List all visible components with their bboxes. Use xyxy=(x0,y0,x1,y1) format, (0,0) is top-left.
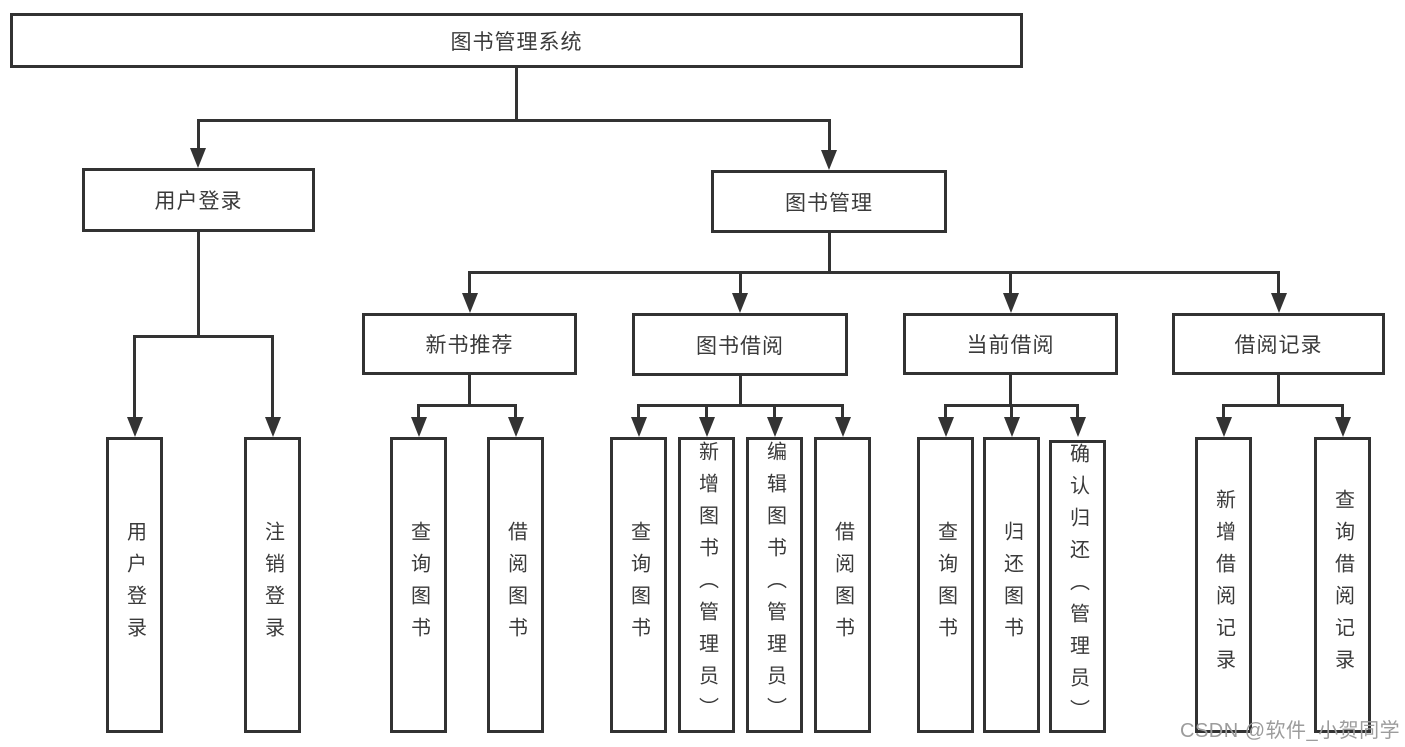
connector-line xyxy=(1010,404,1013,419)
connector-line xyxy=(133,335,274,338)
leaf-query-books-recommend: 查询图书 xyxy=(390,437,447,733)
connector-line xyxy=(1222,404,1225,419)
node-label: 用户登录 xyxy=(154,190,243,213)
connector-line xyxy=(1009,375,1012,406)
connector-line xyxy=(197,119,200,150)
connector-line xyxy=(271,335,274,419)
arrowhead-down xyxy=(462,293,478,313)
connector-line xyxy=(1341,404,1344,419)
arrowhead-down xyxy=(190,148,206,168)
node-borrowing-records: 借阅记录 xyxy=(1172,313,1385,375)
arrowhead-down xyxy=(1004,417,1020,437)
connector-line xyxy=(944,404,947,419)
leaf-confirm-return-admin: 确认归还（管理员） xyxy=(1049,440,1106,733)
connector-line xyxy=(828,233,831,274)
connector-line xyxy=(197,119,831,122)
arrowhead-down xyxy=(835,417,851,437)
leaf-label: 借阅图书 xyxy=(831,521,854,649)
connector-line xyxy=(417,404,517,407)
arrowhead-down xyxy=(938,417,954,437)
node-user-login: 用户登录 xyxy=(82,168,315,232)
leaf-user-login: 用户登录 xyxy=(106,437,163,733)
arrowhead-down xyxy=(1070,417,1086,437)
leaf-add-book-admin: 新增图书（管理员） xyxy=(678,437,735,733)
node-label: 图书借阅 xyxy=(696,334,784,358)
arrowhead-down xyxy=(631,417,647,437)
arrowhead-down xyxy=(508,417,524,437)
node-library-management-system: 图书管理系统 xyxy=(10,13,1023,68)
node-label: 借阅记录 xyxy=(1234,334,1323,357)
leaf-label: 用户登录 xyxy=(123,521,146,649)
arrowhead-down xyxy=(127,417,143,437)
leaf-borrow-books-borrowing: 借阅图书 xyxy=(814,437,871,733)
node-label: 当前借阅 xyxy=(966,334,1055,357)
leaf-return-book: 归还图书 xyxy=(983,437,1040,733)
connector-line xyxy=(468,271,471,295)
leaf-add-borrow-record: 新增借阅记录 xyxy=(1195,437,1252,733)
connector-line xyxy=(468,375,471,406)
connector-line xyxy=(468,271,1280,274)
connector-line xyxy=(637,404,640,419)
leaf-label: 查询图书 xyxy=(627,521,650,649)
arrowhead-down xyxy=(699,417,715,437)
connector-line xyxy=(1277,271,1280,295)
connector-line xyxy=(1277,375,1280,406)
arrowhead-down xyxy=(1216,417,1232,437)
node-label: 图书管理系统 xyxy=(450,30,583,54)
connector-line xyxy=(637,404,844,407)
leaf-label: 查询借阅记录 xyxy=(1331,489,1354,681)
leaf-label: 确认归还（管理员） xyxy=(1066,442,1089,731)
leaf-label: 借阅图书 xyxy=(504,521,527,649)
node-new-book-recommendation: 新书推荐 xyxy=(362,313,577,375)
leaf-label: 查询图书 xyxy=(407,521,430,649)
arrowhead-down xyxy=(411,417,427,437)
leaf-logout: 注销登录 xyxy=(244,437,301,733)
leaf-label: 查询图书 xyxy=(934,521,957,649)
connector-line xyxy=(514,404,517,419)
node-label: 新书推荐 xyxy=(425,334,514,357)
connector-line xyxy=(841,404,844,419)
leaf-label: 注销登录 xyxy=(261,521,284,649)
connector-line xyxy=(1076,404,1079,419)
csdn-watermark: CSDN @软件_小贺同学 xyxy=(1180,720,1401,742)
leaf-label: 新增图书（管理员） xyxy=(695,441,718,729)
connector-line xyxy=(417,404,420,419)
leaf-label: 归还图书 xyxy=(1000,521,1023,649)
connector-line xyxy=(828,119,831,152)
node-book-borrowing: 图书借阅 xyxy=(632,313,848,376)
node-current-borrowing: 当前借阅 xyxy=(903,313,1118,375)
connector-line xyxy=(1009,271,1012,295)
leaf-query-books-current: 查询图书 xyxy=(917,437,974,733)
connector-line xyxy=(1222,404,1344,407)
arrowhead-down xyxy=(732,293,748,313)
leaf-edit-book-admin: 编辑图书（管理员） xyxy=(746,437,803,733)
node-label: 图书管理 xyxy=(785,191,873,215)
arrowhead-down xyxy=(821,150,837,170)
leaf-query-borrow-record: 查询借阅记录 xyxy=(1314,437,1371,733)
leaf-label: 编辑图书（管理员） xyxy=(763,441,786,729)
arrowhead-down xyxy=(265,417,281,437)
arrowhead-down xyxy=(767,417,783,437)
arrowhead-down xyxy=(1003,293,1019,313)
leaf-label: 新增借阅记录 xyxy=(1212,489,1235,681)
node-book-management: 图书管理 xyxy=(711,170,947,233)
connector-line xyxy=(773,404,776,419)
connector-line xyxy=(739,376,742,406)
arrowhead-down xyxy=(1271,293,1287,313)
connector-line xyxy=(739,271,742,295)
leaf-query-books-borrowing: 查询图书 xyxy=(610,437,667,733)
connector-line xyxy=(133,335,136,419)
connector-line xyxy=(705,404,708,419)
arrowhead-down xyxy=(1335,417,1351,437)
leaf-borrow-books-recommend: 借阅图书 xyxy=(487,437,544,733)
connector-line xyxy=(197,232,200,335)
connector-line xyxy=(515,68,518,120)
